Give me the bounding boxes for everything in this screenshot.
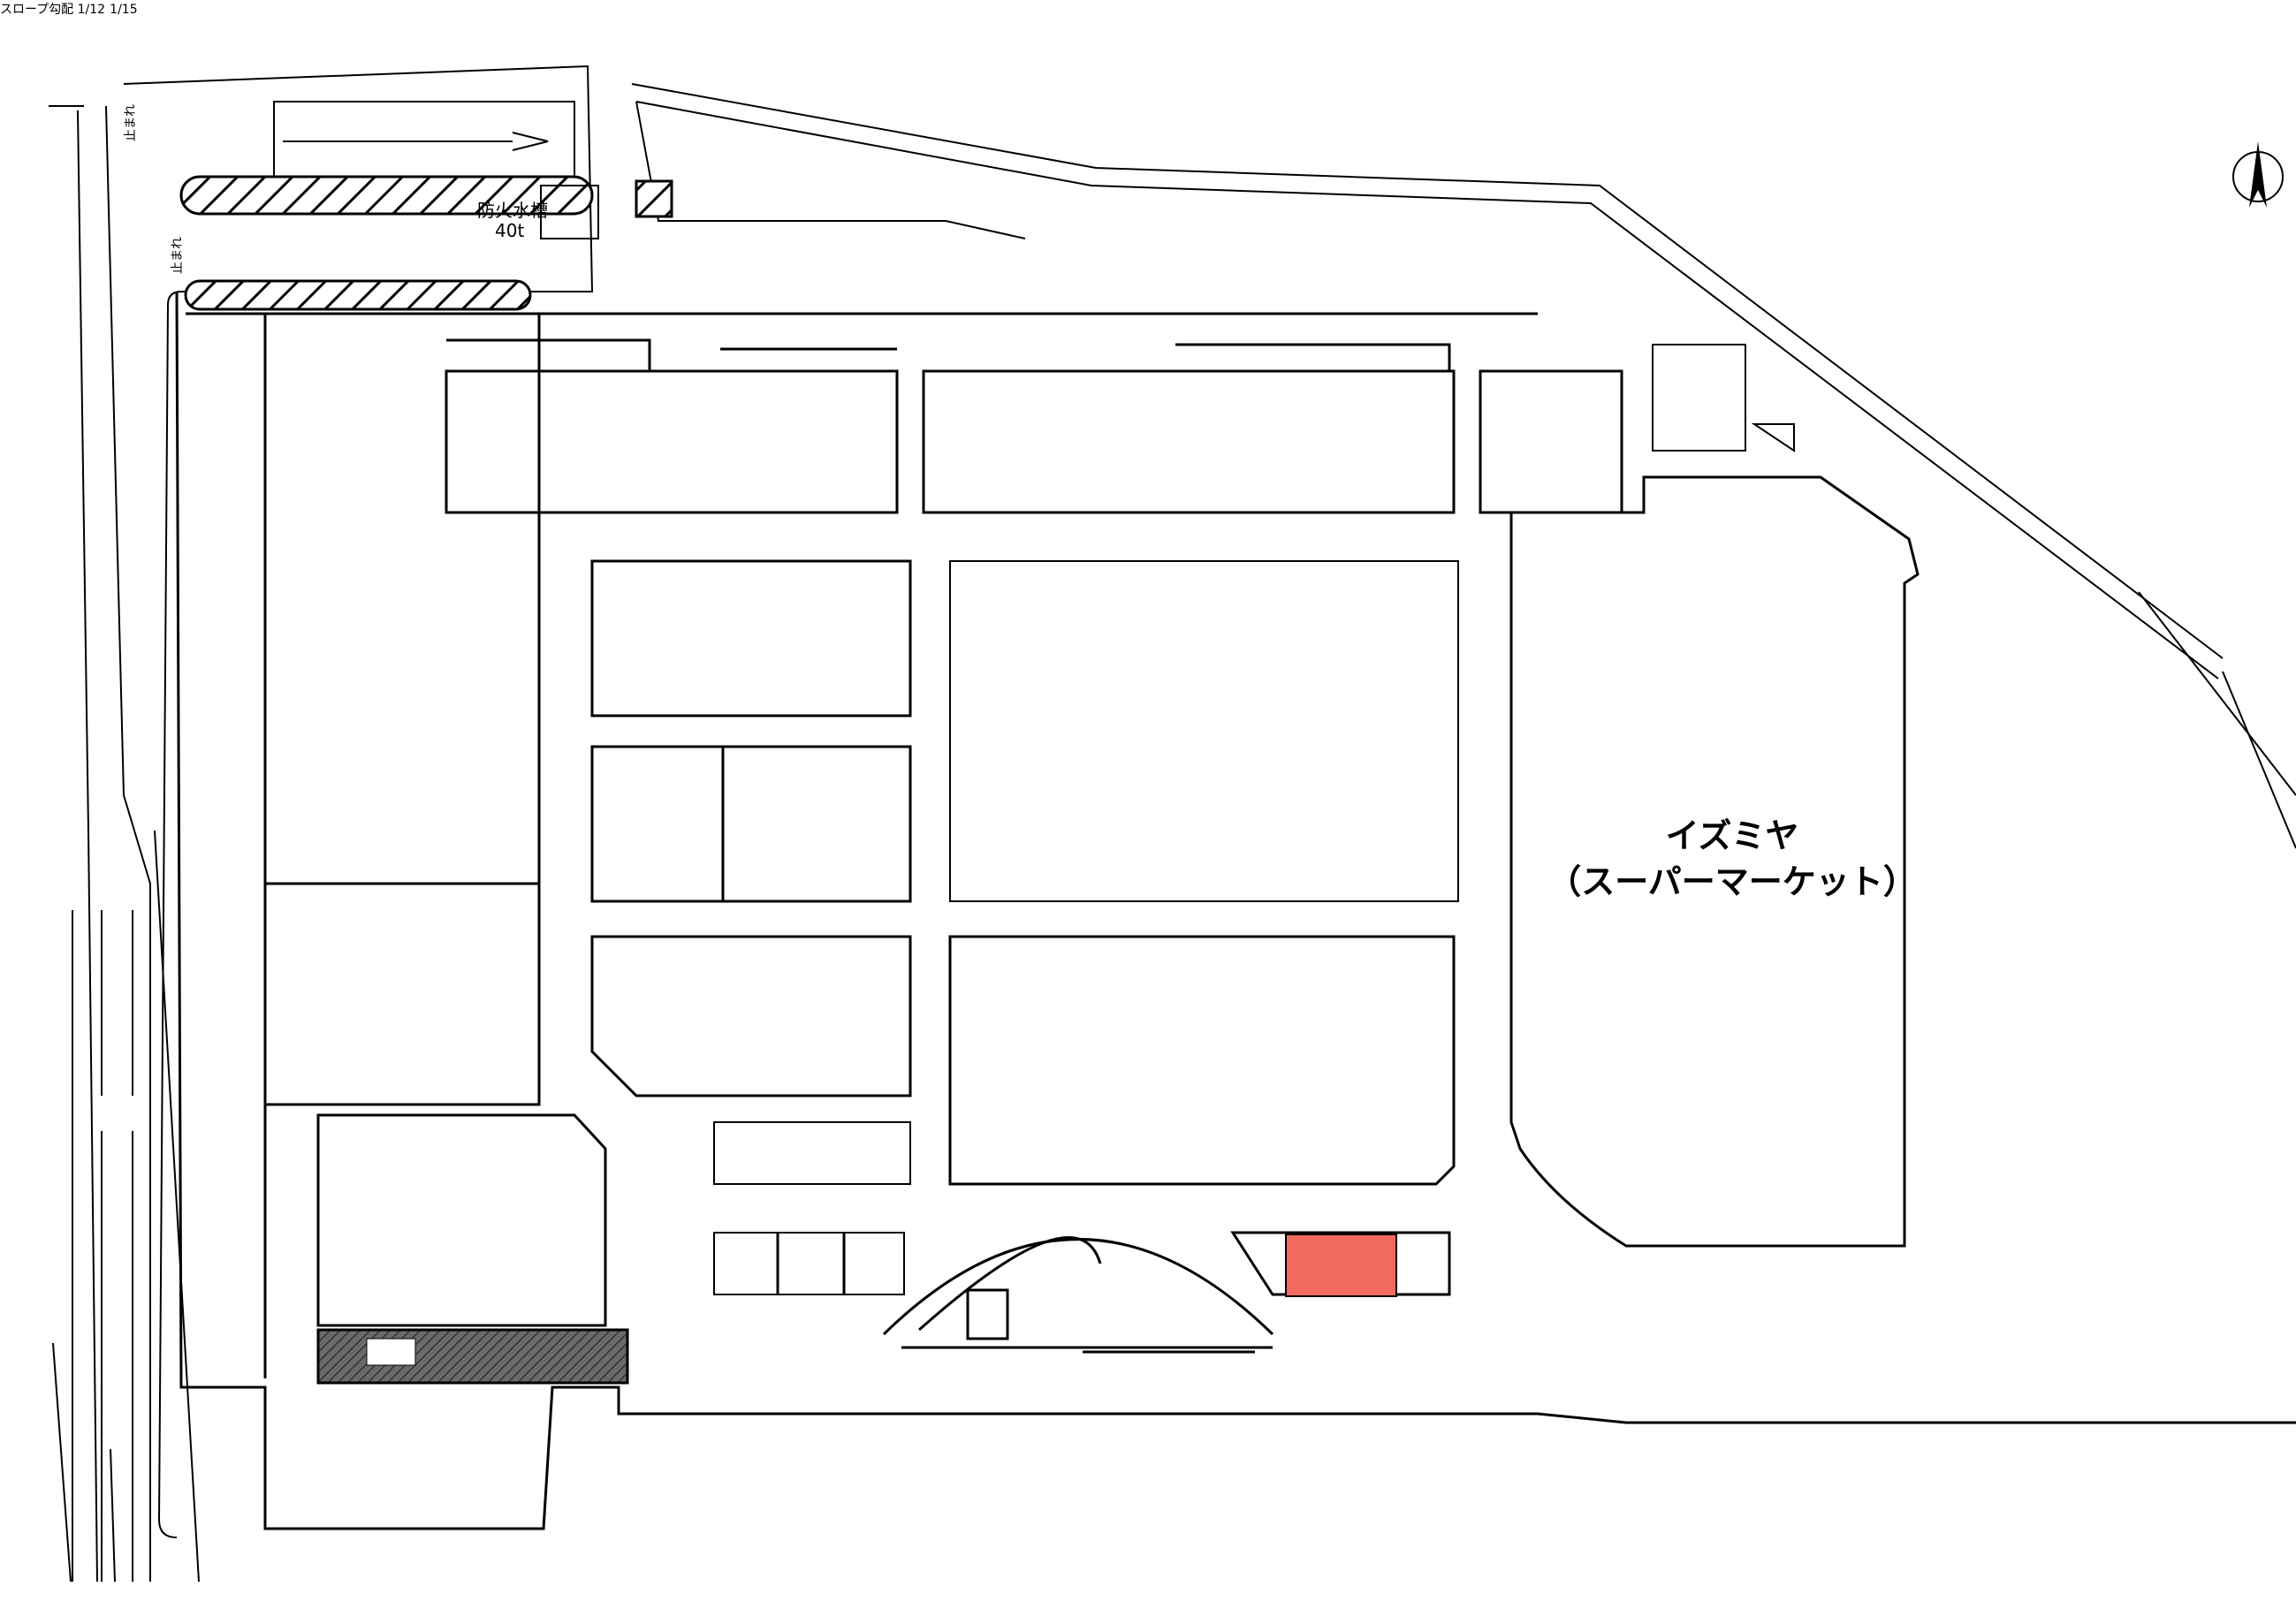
store-name: イズミヤ [1665, 816, 1799, 855]
store-label: イズミヤ （スーパーマーケット） [1502, 813, 1962, 905]
fire-tank-label: 防火水槽 [477, 200, 548, 221]
west-road [49, 105, 200, 1583]
northeast-boundary [631, 83, 2296, 849]
large-central-blocks [948, 560, 1459, 1186]
hatched-divider-north [179, 175, 594, 216]
supermarket-block [1479, 344, 1920, 1248]
corridor-opening [366, 1338, 416, 1366]
central-blocks [590, 559, 912, 1295]
fire-water-tank: 防火水槽 40t [477, 185, 599, 241]
north-row-blocks [445, 338, 1623, 514]
stop-marking: 止まれ [124, 104, 138, 141]
ramp-ratio: 1/15 [110, 3, 138, 17]
stop-marking: 止まれ [171, 237, 185, 274]
hatched-corner [635, 179, 673, 218]
slope-label: スロープ勾配 1/12 [0, 3, 106, 17]
service-corridor [316, 1328, 629, 1385]
hatched-divider-south [184, 279, 532, 311]
store-type: （スーパーマーケット） [1547, 862, 1917, 901]
highlighted-shop[interactable] [1285, 1234, 1397, 1297]
north-arrow-icon [2232, 141, 2284, 208]
west-block [263, 312, 607, 1327]
fire-tank-capacity: 40t [495, 220, 524, 241]
central-plaza [882, 1231, 1451, 1354]
